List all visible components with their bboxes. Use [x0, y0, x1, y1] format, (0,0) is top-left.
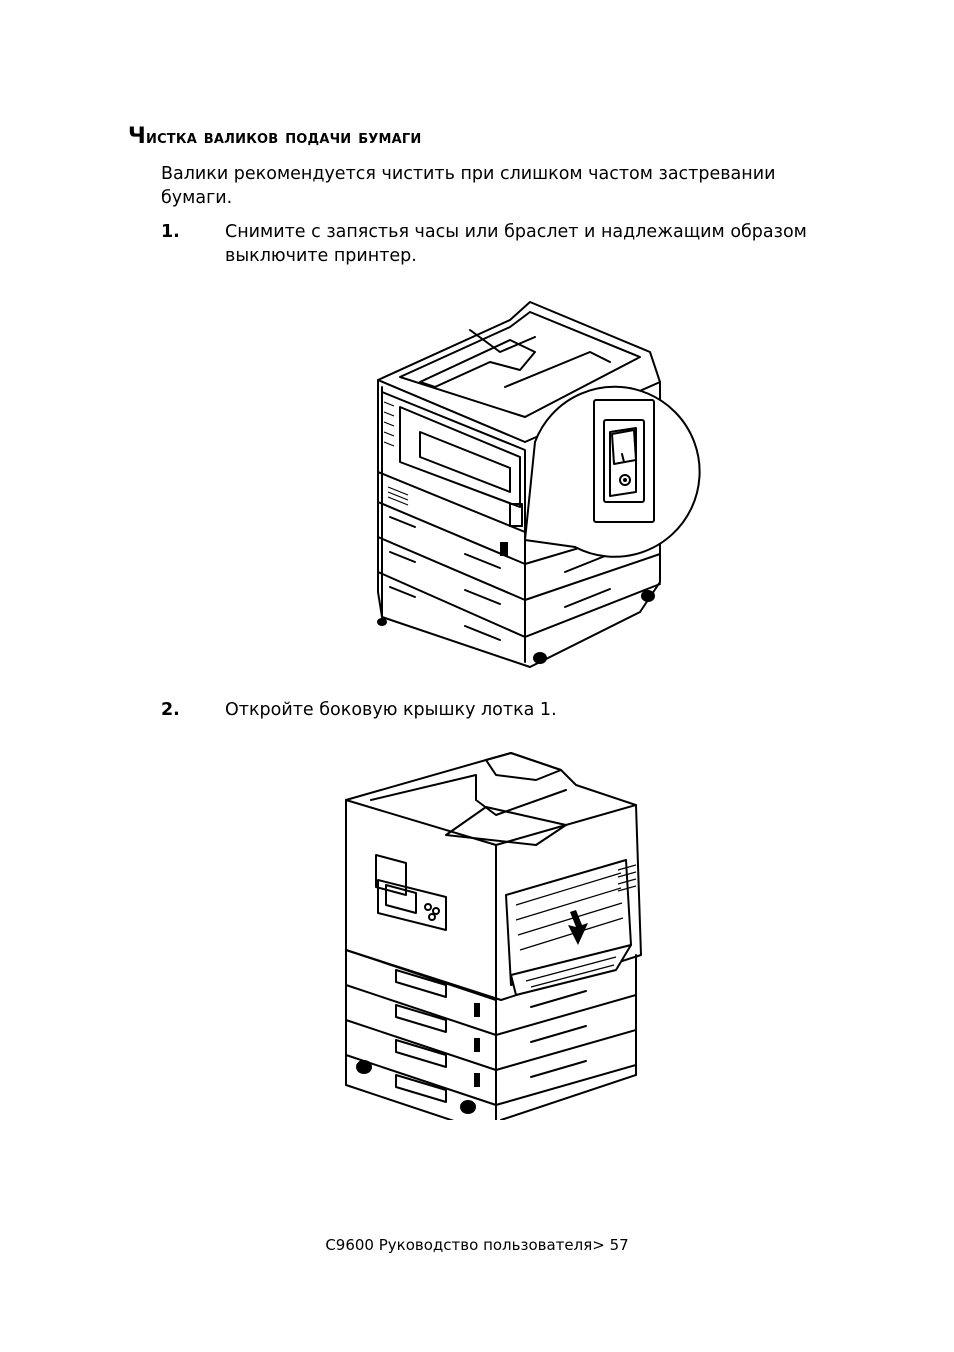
- step-number: 2.: [161, 700, 180, 720]
- step-number: 1.: [161, 222, 180, 242]
- intro-paragraph: Валики рекомендуется чистить при слишком…: [161, 164, 776, 208]
- page-footer: C9600 Руководство пользователя> 57: [325, 1236, 629, 1254]
- printer-open-side-cover-illustration: [336, 745, 646, 1136]
- printer-open-side-cover-drawing: [345, 752, 642, 1136]
- printer-power-switch-illustration: [360, 292, 720, 672]
- section-heading: Чистка валиков подачи бумаги: [128, 124, 422, 149]
- printer-power-switch-drawing: [377, 301, 701, 668]
- step-text: Снимите с запястья часы или браслет и на…: [225, 222, 807, 266]
- step-text: Откройте боковую крышку лотка 1.: [225, 700, 557, 720]
